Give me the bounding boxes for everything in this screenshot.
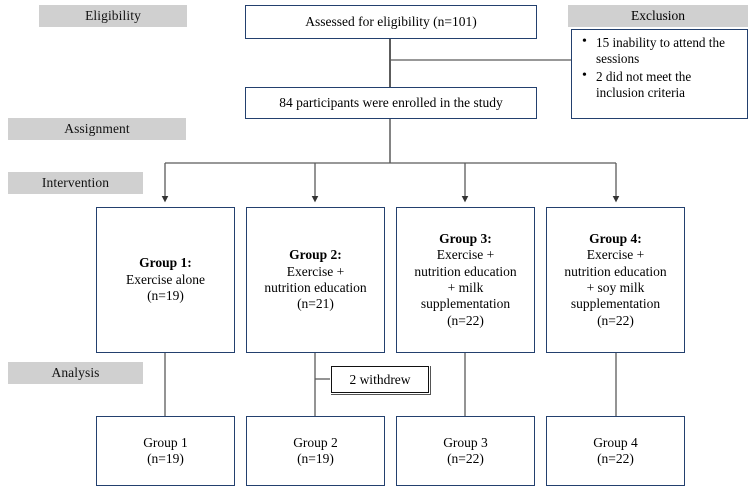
analysis-group-4-count: (n=22) <box>597 451 634 466</box>
intervention-group-1-line: (n=19) <box>147 288 184 304</box>
intervention-group-2-text: Group 2: Exercise + nutrition education … <box>253 247 378 313</box>
intervention-group-4-title: Group 4: <box>589 230 642 246</box>
intervention-group-3-line: nutrition education <box>414 263 517 279</box>
analysis-group-1-count: (n=19) <box>147 451 184 466</box>
intervention-group-3-box: Group 3: Exercise + nutrition education … <box>396 207 535 353</box>
withdrew-label: 2 withdrew <box>349 371 411 387</box>
stage-label-assignment-text: Assignment <box>64 120 130 136</box>
intervention-group-4-line: Exercise + <box>586 247 645 263</box>
analysis-group-3-text: Group 3 (n=22) <box>403 435 528 468</box>
stage-label-intervention: Intervention <box>8 172 143 194</box>
analysis-group-3-name: Group 3 <box>443 434 488 450</box>
analysis-group-3-box: Group 3 (n=22) <box>396 416 535 486</box>
exclusion-header-text: Exclusion <box>631 8 685 23</box>
intervention-group-4-text: Group 4: Exercise + nutrition education … <box>553 231 678 330</box>
stage-label-eligibility-text: Eligibility <box>85 7 141 23</box>
analysis-group-1-box: Group 1 (n=19) <box>96 416 235 486</box>
list-item: • 15 inability to attend the sessions <box>582 34 741 67</box>
intervention-group-1-line: Exercise alone <box>125 271 206 287</box>
stage-label-assignment: Assignment <box>8 118 186 140</box>
analysis-group-4-box: Group 4 (n=22) <box>546 416 685 486</box>
withdrew-box: 2 withdrew <box>331 366 429 393</box>
analysis-group-2-count: (n=19) <box>297 451 334 466</box>
intervention-group-3-line: + milk <box>447 280 484 295</box>
intervention-group-1-box: Group 1: Exercise alone (n=19) <box>96 207 235 353</box>
intervention-group-3-line: supplementation <box>420 296 511 312</box>
bullet-icon: • <box>582 67 587 83</box>
intervention-group-4-line: (n=22) <box>597 312 634 328</box>
intervention-group-4-line: nutrition education <box>564 263 667 279</box>
list-item: • 2 did not meet the inclusion criteria <box>582 68 741 101</box>
analysis-group-4-name: Group 4 <box>593 434 638 450</box>
exclusion-reason-text: 2 did not meet the inclusion criteria <box>596 68 692 100</box>
intervention-group-2-box: Group 2: Exercise + nutrition education … <box>246 207 385 353</box>
intervention-group-4-line: supplementation <box>570 296 661 312</box>
stage-label-analysis: Analysis <box>8 362 143 384</box>
analysis-group-4-text: Group 4 (n=22) <box>553 435 678 468</box>
analysis-group-2-text: Group 2 (n=19) <box>253 435 378 468</box>
intervention-group-2-line: Exercise + <box>286 263 345 279</box>
intervention-group-3-line: (n=22) <box>447 312 484 328</box>
intervention-group-3-text: Group 3: Exercise + nutrition education … <box>403 231 528 330</box>
assessed-for-eligibility-text: Assessed for eligibility (n=101) <box>305 13 477 29</box>
assessed-for-eligibility-box: Assessed for eligibility (n=101) <box>245 5 537 39</box>
stage-label-intervention-text: Intervention <box>41 174 110 190</box>
intervention-group-2-line: nutrition education <box>264 280 367 295</box>
intervention-group-1-text: Group 1: Exercise alone (n=19) <box>103 255 228 304</box>
intervention-group-3-line: Exercise + <box>436 247 495 263</box>
intervention-group-2-title: Group 2: <box>289 247 342 263</box>
bullet-icon: • <box>582 34 587 49</box>
intervention-group-1-title: Group 1: <box>139 255 192 271</box>
analysis-group-1-text: Group 1 (n=19) <box>103 435 228 468</box>
enrolled-participants-text: 84 participants were enrolled in the stu… <box>279 94 503 110</box>
enrolled-participants-box: 84 participants were enrolled in the stu… <box>245 87 537 119</box>
exclusion-header: Exclusion <box>568 5 748 27</box>
intervention-group-3-title: Group 3: <box>439 230 492 246</box>
exclusion-reason-text: 15 inability to attend the sessions <box>596 35 725 66</box>
analysis-group-2-name: Group 2 <box>293 434 338 450</box>
stage-label-eligibility: Eligibility <box>39 5 187 27</box>
intervention-group-2-line: (n=21) <box>297 296 334 312</box>
intervention-group-4-box: Group 4: Exercise + nutrition education … <box>546 207 685 353</box>
exclusion-reasons-box: • 15 inability to attend the sessions • … <box>571 29 748 119</box>
analysis-group-2-box: Group 2 (n=19) <box>246 416 385 486</box>
exclusion-reasons-list: • 15 inability to attend the sessions • … <box>576 34 741 101</box>
stage-label-analysis-text: Analysis <box>51 364 100 380</box>
analysis-group-1-name: Group 1 <box>143 434 188 450</box>
analysis-group-3-count: (n=22) <box>447 451 484 466</box>
intervention-group-4-line: + soy milk <box>586 280 645 295</box>
